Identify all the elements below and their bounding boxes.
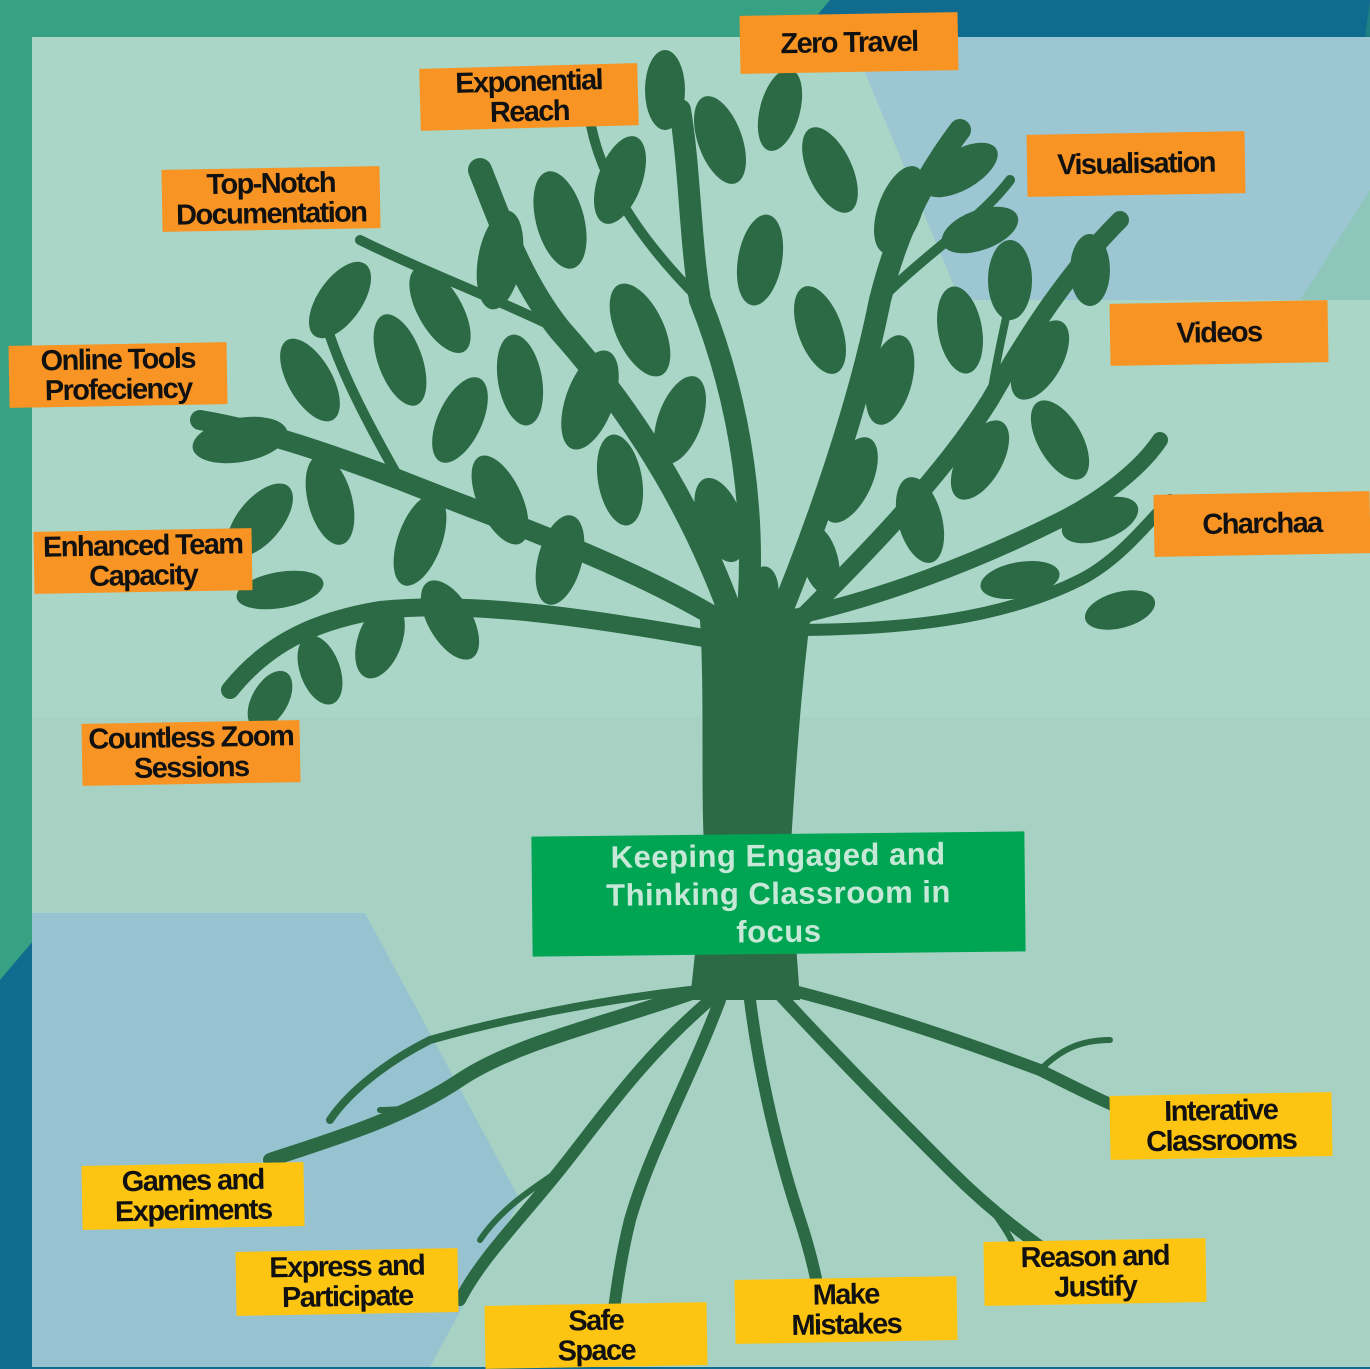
center-title: Keeping Engaged and Thinking Classroom i… — [605, 836, 951, 950]
label-online-tools-profeciency: Online Tools Profeciency — [8, 342, 228, 408]
label-make-mistakes: Make Mistakes — [734, 1276, 958, 1344]
label-interative-classrooms: Interative Classrooms — [1109, 1092, 1333, 1160]
label-games-and-experiments: Games and Experiments — [81, 1162, 305, 1230]
label-charchaa: Charchaa — [1153, 491, 1370, 557]
label-reason-and-justify: Reason and Justify — [983, 1238, 1207, 1306]
center-title-box: Keeping Engaged and Thinking Classroom i… — [531, 831, 1026, 957]
label-zero-travel: Zero Travel — [739, 12, 959, 74]
label-exponential-reach: Exponential Reach — [419, 63, 639, 131]
label-enhanced-team-capacity: Enhanced Team Capacity — [33, 528, 253, 594]
root-icon — [263, 983, 1156, 1346]
label-express-and-participate: Express and Participate — [235, 1248, 459, 1316]
label-top-notch-documentation: Top-Notch Documentation — [161, 166, 381, 232]
leaf-icon — [192, 50, 1156, 730]
label-countless-zoom-sessions: Countless Zoom Sessions — [81, 720, 301, 786]
label-videos: Videos — [1109, 300, 1329, 366]
label-safe-space: Safe Space — [484, 1302, 708, 1369]
label-visualisation: Visualisation — [1026, 131, 1246, 197]
